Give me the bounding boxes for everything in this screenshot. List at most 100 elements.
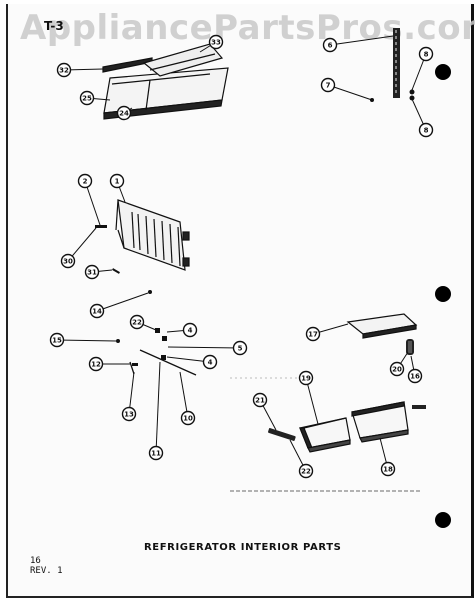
- callout-circle: [320, 77, 336, 93]
- callout-number: 17: [308, 331, 318, 339]
- callout-circle: [202, 354, 218, 370]
- crisper-pan-right: [351, 401, 409, 443]
- callout-circle: [407, 368, 423, 384]
- revision-label: REV. 1: [30, 566, 63, 576]
- pan-handle: [268, 428, 296, 441]
- callout-number: 10: [183, 415, 193, 423]
- diagram-caption: REFRIGERATOR INTERIOR PARTS: [144, 542, 342, 553]
- callout-number: 22: [301, 468, 311, 476]
- callout-number: 31: [87, 269, 97, 277]
- callout-number: 19: [301, 375, 311, 383]
- callout-c6: 6: [322, 35, 394, 53]
- callout-number: 15: [52, 337, 62, 345]
- callout-circle: [380, 461, 396, 477]
- callout-circle: [60, 253, 76, 269]
- door-shelf-panel: [115, 199, 190, 271]
- callout-c13: 13: [121, 371, 137, 422]
- callout-c30: 30: [60, 227, 97, 269]
- callout-number: 5: [238, 345, 243, 353]
- callout-number: 24: [119, 110, 129, 118]
- callout-c20: 20: [389, 351, 409, 377]
- callout-circle: [49, 332, 65, 348]
- callout-c8b: 8: [411, 98, 434, 138]
- callout-c10: 10: [179, 371, 196, 426]
- callout-number: 21: [255, 397, 265, 405]
- callout-number: 20: [392, 366, 402, 374]
- page-footer: 16 REV. 1: [30, 556, 63, 576]
- callout-c33: 33: [199, 34, 224, 53]
- callout-circle: [252, 392, 268, 408]
- callout-c15: 15: [49, 332, 117, 348]
- callout-circle: [77, 173, 93, 189]
- callout-circle: [121, 406, 137, 422]
- callout-circle: [89, 303, 105, 319]
- mechanism-arm: [129, 349, 197, 376]
- callout-c25: 25: [79, 90, 111, 106]
- page-number: 16: [30, 556, 41, 566]
- callout-c12: 12: [88, 356, 130, 372]
- leader-line: [305, 377, 319, 425]
- callout-c4b: 4: [166, 354, 218, 370]
- leader-line: [155, 361, 161, 454]
- binder-hole-middle: [435, 286, 451, 302]
- binder-hole-bottom: [435, 512, 451, 528]
- callout-circle: [88, 356, 104, 372]
- callout-c22a: 22: [129, 314, 157, 331]
- callout-circle: [129, 314, 145, 330]
- callout-c18: 18: [379, 437, 396, 477]
- callout-c32: 32: [56, 62, 104, 78]
- leader-line: [56, 339, 117, 342]
- callout-number: 12: [91, 361, 101, 369]
- callout-c19: 19: [298, 370, 319, 425]
- leader-line: [84, 180, 101, 226]
- callout-number: 30: [63, 258, 73, 266]
- callout-number: 25: [82, 95, 92, 103]
- callout-number: 1: [115, 178, 120, 186]
- callout-circle: [208, 34, 224, 50]
- callout-circle: [148, 445, 164, 461]
- callout-number: 16: [410, 373, 420, 381]
- callout-number: 33: [211, 39, 221, 47]
- roller: [406, 339, 414, 355]
- callout-circle: [305, 326, 321, 342]
- leader-line: [96, 292, 149, 312]
- callout-c7: 7: [320, 77, 373, 101]
- leader-line: [67, 227, 97, 262]
- callout-number: 11: [151, 450, 161, 458]
- callout-circle: [182, 322, 198, 338]
- callout-c16: 16: [407, 355, 423, 384]
- callout-c5: 5: [167, 340, 248, 356]
- callout-circle: [389, 361, 405, 377]
- callout-circle: [322, 37, 338, 53]
- callout-circle: [232, 340, 248, 356]
- callout-c14: 14: [89, 292, 149, 319]
- callout-circle: [116, 105, 132, 121]
- small-hardware: [95, 225, 167, 366]
- leader-line: [179, 371, 189, 419]
- callout-c22b: 22: [289, 439, 314, 479]
- callout-circle: [56, 62, 72, 78]
- callout-c11: 11: [148, 361, 164, 461]
- callout-circle: [418, 122, 434, 138]
- shelf-assembly: [102, 43, 229, 120]
- callout-c2: 2: [77, 173, 101, 226]
- binder-hole-top: [435, 64, 451, 80]
- crisper-pan-left: [299, 417, 351, 453]
- callout-c21: 21: [252, 392, 277, 431]
- callout-number: 2: [83, 178, 88, 186]
- callout-circle: [109, 173, 125, 189]
- callout-circle: [79, 90, 95, 106]
- leader-line: [167, 346, 241, 349]
- leader-line: [327, 84, 373, 101]
- callout-c17: 17: [305, 323, 349, 342]
- callout-number: 22: [132, 319, 142, 327]
- callout-number: 8: [424, 51, 429, 59]
- pan-slide: [412, 405, 426, 409]
- crisper-cover: [346, 313, 418, 339]
- callout-number: 6: [328, 42, 333, 50]
- callout-number: 4: [188, 327, 193, 335]
- figure-label: T-3: [44, 19, 64, 33]
- callout-number: 18: [383, 466, 393, 474]
